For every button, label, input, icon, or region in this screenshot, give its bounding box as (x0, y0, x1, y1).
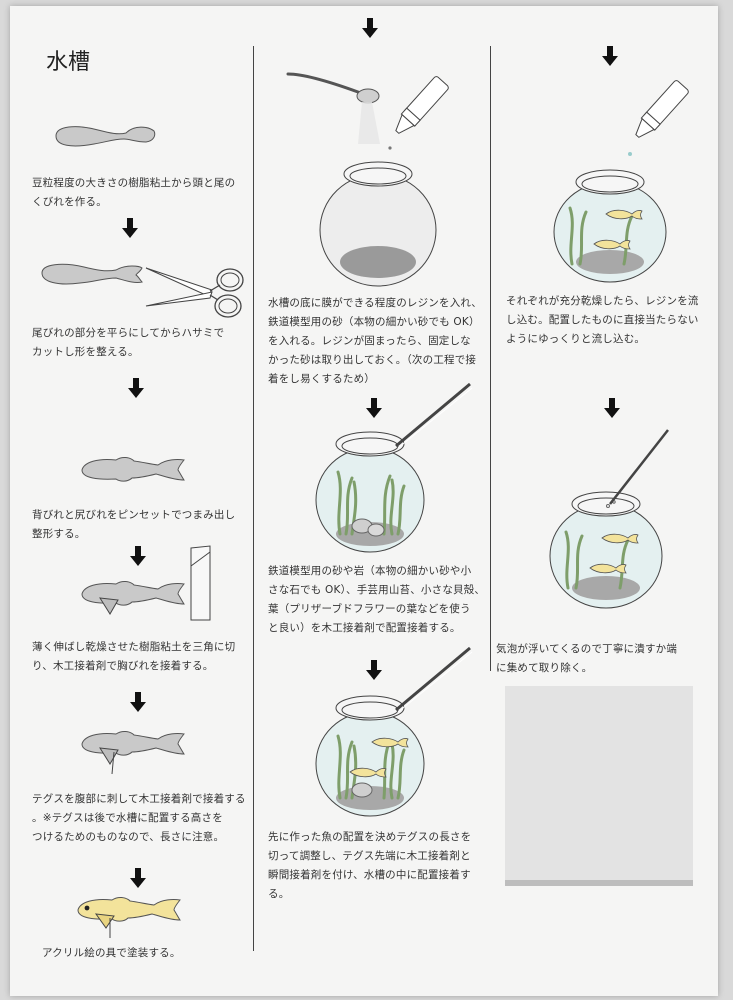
tweezers-icon (395, 382, 471, 448)
clay-sheet-illustration (190, 545, 211, 621)
down-arrow-icon (130, 692, 146, 712)
fishbowl-illustration (549, 429, 669, 609)
down-arrow-icon (128, 378, 144, 398)
blank-panel (505, 686, 693, 886)
step-text: 先に作った魚の配置を決めテグスの長さを 切って調整し、テグス先端に木工接着剤と … (268, 831, 472, 900)
painted-fish-illustration (77, 897, 181, 938)
step-text: テグスを腹部に刺して木工接着剤で接着する 。※テグスは後で水槽に配置する高さを … (32, 793, 246, 843)
fishbowl-illustration (319, 161, 437, 287)
page-title: 水槽 (46, 50, 91, 75)
down-arrow-icon (366, 398, 382, 418)
step-text: それぞれが充分乾燥したら、レジンを流 し込む。配置したものに直接当たらない よう… (506, 295, 699, 345)
down-arrow-icon (604, 398, 620, 418)
column-divider (253, 46, 254, 951)
fish-clay-illustration (81, 581, 185, 615)
down-arrow-icon (130, 868, 146, 888)
spoon-icon (286, 72, 380, 144)
fishbowl-illustration (315, 646, 473, 817)
down-arrow-icon (122, 218, 138, 238)
down-arrow-icon (362, 18, 378, 38)
fish-clay-illustration (55, 126, 156, 147)
step-text: 尾びれの部分を平らにしてからハサミで カットし形を整える。 (32, 327, 225, 358)
down-arrow-icon (366, 660, 382, 680)
step-text: 豆粒程度の大きさの樹脂粘土から頭と尾の くびれを作る。 (32, 177, 236, 208)
blank-panel-shadow (505, 880, 693, 886)
column-divider (490, 46, 491, 671)
step-text: 気泡が浮いてくるので丁寧に潰すか端 に集めて取り除く。 (496, 643, 678, 674)
step-text: 鉄道模型用の砂や岩（本物の細かい砂や小 さな石でも OK）、手芸用山苔、小さな貝… (268, 565, 486, 634)
fish-clay-illustration (81, 457, 185, 482)
down-arrow-icon (602, 46, 618, 66)
step-text: アクリル絵の具で塗装する。 (42, 947, 181, 959)
fish-clay-illustration (81, 731, 185, 775)
fishbowl-illustration (315, 382, 473, 553)
step-text: 背びれと尻びれをピンセットでつまみ出し 整形する。 (32, 509, 236, 540)
fish-clay-illustration (41, 263, 143, 285)
scissors-icon (145, 267, 244, 318)
step-text: 水槽の底に膜ができる程度のレジンを入れ、 鉄道模型用の砂（本物の細かい砂でも O… (268, 297, 482, 385)
glue-bottle-icon (388, 76, 449, 150)
down-arrow-icon (130, 546, 146, 566)
glue-bottle-icon (628, 80, 689, 156)
fishbowl-illustration (553, 169, 667, 283)
instruction-sheet: 水槽 豆粒程度の大きさの樹脂粘土から頭と尾の くびれを作る。 尾びれの部分を平ら… (10, 6, 718, 996)
step-text: 薄く伸ばし乾燥させた樹脂粘土を三角に切 り、木工接着剤で胸びれを接着する。 (32, 641, 236, 672)
